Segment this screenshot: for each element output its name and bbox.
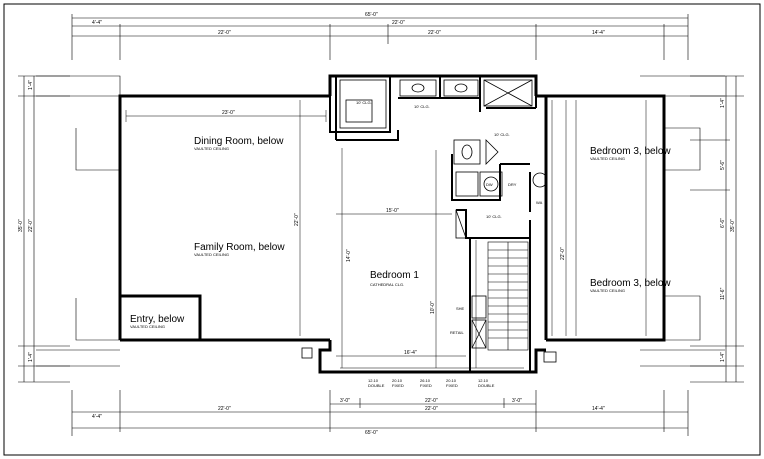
bottom-dimensions <box>71 390 689 436</box>
fixtures <box>301 79 557 363</box>
dim-top-mid: 22'-0" <box>392 20 405 26</box>
dim-bot-mid3: 22'-0" <box>425 398 438 404</box>
room-bed1-name: Bedroom 1 <box>370 270 419 281</box>
dim-top-overall: 65'-0" <box>365 12 378 18</box>
dim-left-c: 35'-0" <box>18 219 24 232</box>
window-tag-4-sub: FIXED <box>446 383 458 388</box>
label-wash: WA <box>536 200 543 205</box>
window-tag-3: 26.10 <box>420 378 431 383</box>
dim-stair: 16'-4" <box>404 350 417 356</box>
window-tag-1-sub: DOUBLE <box>368 383 385 388</box>
window-tag-2-sub: FIXED <box>392 383 404 388</box>
room-dining-note: VAULTED CEILING <box>194 146 229 151</box>
dim-right-f: 1'-4" <box>720 352 726 362</box>
dim-bot-mid1: 3'-0" <box>340 398 350 404</box>
dim-bot-mid2: 3'-0" <box>512 398 522 404</box>
dim-top-seg3: 14'-4" <box>592 30 605 36</box>
dim-top-seg2: 22'-0" <box>428 30 441 36</box>
dim-top-left-a: 4'-4" <box>92 20 102 26</box>
stair <box>487 241 529 351</box>
exterior-walls <box>118 74 666 374</box>
dim-bot-seg1: 22'-0" <box>218 406 231 412</box>
window-tag-1: 12.10 <box>368 378 379 383</box>
interior-dimensions <box>125 100 647 368</box>
dim-bed1-h: 14'-0" <box>346 249 352 262</box>
dim-bed1-w: 15'-0" <box>386 208 399 214</box>
dim-bot-overall: 65'-0" <box>365 430 378 436</box>
label-wic3: 10' CLG. <box>494 132 510 137</box>
room-dining-name: Dining Room, below <box>194 136 284 147</box>
label-shelf: SHE <box>456 306 465 311</box>
dim-left-b: 22'-0" <box>28 219 34 232</box>
window-tag-5: 12.10 <box>478 378 489 383</box>
label-dw: DW <box>486 182 493 187</box>
dim-left-d: 1'-4" <box>28 352 34 362</box>
dim-bot-left-a: 4'-4" <box>92 414 102 420</box>
room-bed3a-name: Bedroom 3, below <box>590 146 671 157</box>
room-bed3b-name: Bedroom 3, below <box>590 278 671 289</box>
room-entry-name: Entry, below <box>130 314 185 325</box>
room-family-name: Family Room, below <box>194 242 285 253</box>
top-dimensions <box>71 14 689 60</box>
label-dryer: DRY <box>508 182 517 187</box>
dim-bed3-v: 22'-0" <box>560 247 566 260</box>
dim-bot-seg2: 22'-0" <box>425 406 438 412</box>
dim-dining-w: 23'-0" <box>222 110 235 116</box>
dim-right-c: 6'-6" <box>720 218 726 228</box>
dim-right-b: 5'-6" <box>720 160 726 170</box>
roof-outlines <box>36 75 725 367</box>
dim-bed1-mid: 10'-0" <box>430 301 436 314</box>
label-closet: 10' CLG. <box>486 214 502 219</box>
dim-right-d: 35'-0" <box>730 219 736 232</box>
window-tag-5-sub: DOUBLE <box>478 383 495 388</box>
dim-right-a: 1'-4" <box>720 98 726 108</box>
room-bed3b-note: VAULTED CEILING <box>590 288 625 293</box>
label-wic1: 10' CLG. <box>356 100 372 105</box>
dim-right-e: 11'-6" <box>720 287 726 300</box>
room-family-note: VAULTED CEILING <box>194 252 229 257</box>
room-bed1-note: CATHEDRAL CLG. <box>370 282 404 287</box>
dim-center-v: 22'-0" <box>294 213 300 226</box>
left-dimensions <box>18 75 70 383</box>
room-bed3a-note: VAULTED CEILING <box>590 156 625 161</box>
label-wic2: 10' CLG. <box>414 104 430 109</box>
bottom-windows <box>340 367 524 373</box>
window-tag-4: 20.10 <box>446 378 457 383</box>
dim-bot-seg3: 14'-4" <box>592 406 605 412</box>
label-retail: RETAIL <box>450 330 464 335</box>
interior-walls <box>329 76 537 372</box>
drawing-border <box>3 3 761 456</box>
window-tag-3-sub: FIXED <box>420 383 432 388</box>
dim-left-a: 1'-4" <box>28 80 34 90</box>
room-entry-note: VAULTED CEILING <box>130 324 165 329</box>
window-tag-2: 20.10 <box>392 378 403 383</box>
dim-top-seg1: 22'-0" <box>218 30 231 36</box>
